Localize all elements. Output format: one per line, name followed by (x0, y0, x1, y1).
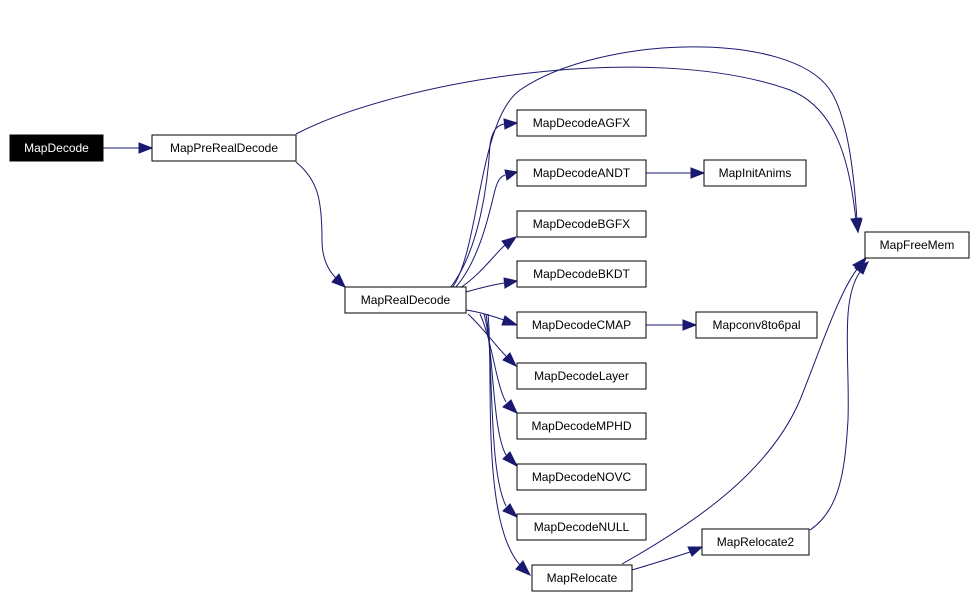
node-label: MapDecodeCMAP (532, 318, 631, 332)
node-mapdecode[interactable]: MapDecode (9, 134, 104, 162)
edge-mapreal-to-agfx (449, 118, 519, 289)
node-label: MapRelocate2 (717, 535, 795, 549)
edge-relocate2-to-mapfreemem (809, 261, 869, 531)
node-mapdecodeagfx[interactable]: MapDecodeAGFX (516, 109, 647, 137)
node-label: MapRelocate (547, 571, 618, 585)
edge-relocate-to-relocate2 (631, 546, 704, 571)
node-label: MapDecodeAGFX (533, 116, 630, 130)
node-label: MapInitAnims (719, 166, 792, 180)
node-label: MapDecodeBGFX (533, 217, 630, 231)
node-mapinitanims[interactable]: MapInitAnims (703, 159, 807, 187)
node-mapconv8to6pal[interactable]: Mapconv8to6pal (695, 311, 818, 339)
edge-mappre-to-mapreal (295, 161, 346, 288)
node-mapdecodemphd[interactable]: MapDecodeMPHD (516, 412, 647, 440)
edge-mapreal-to-mphd (479, 313, 518, 414)
edge-mapreal-to-bkdt (465, 277, 519, 293)
edge-cmap-to-conv (646, 319, 698, 331)
node-mapdecodebkdt[interactable]: MapDecodeBKDT (516, 260, 647, 288)
edge-mapreal-to-andt (454, 169, 519, 289)
node-label: MapDecodeLayer (534, 369, 629, 383)
node-mapdecodeandt[interactable]: MapDecodeANDT (516, 159, 647, 187)
edge-mappre-to-mapfreemem (295, 66, 862, 234)
node-maprelocate[interactable]: MapRelocate (531, 564, 633, 592)
node-mapdecodecmap[interactable]: MapDecodeCMAP (516, 311, 647, 339)
node-label: MapDecodeMPHD (531, 419, 631, 433)
node-label: Mapconv8to6pal (712, 318, 800, 332)
node-label: MapDecodeBKDT (533, 267, 630, 281)
edge-mapreal-to-null (485, 313, 519, 519)
edge-mapreal-to-cmap (465, 309, 519, 326)
node-label: MapFreeMem (880, 238, 955, 252)
edge-mapreal-to-mapfreemem (451, 46, 863, 289)
node-mapdecodebgfx[interactable]: MapDecodeBGFX (516, 210, 647, 238)
node-label: MapDecodeNULL (534, 520, 630, 534)
node-maprelocate2[interactable]: MapRelocate2 (701, 528, 810, 556)
node-label: MapDecodeNOVC (532, 470, 632, 484)
node-maprealdecode[interactable]: MapRealDecode (344, 286, 467, 314)
edge-andt-to-initanims (646, 167, 706, 179)
node-mapprerealdecode[interactable]: MapPreRealDecode (151, 134, 297, 162)
node-mapdecodelayer[interactable]: MapDecodeLayer (516, 362, 647, 390)
node-label: MapDecodeANDT (533, 166, 631, 180)
node-mapfreemem[interactable]: MapFreeMem (864, 231, 970, 259)
nodes-layer: MapDecode MapPreRealDecode MapRealDecode… (9, 109, 970, 592)
edge-mapreal-to-bgfx (459, 236, 518, 289)
edge-mapreal-to-relocate (487, 313, 532, 576)
edges-layer (103, 46, 869, 576)
edge-mapdecode-to-mappre (103, 142, 154, 154)
node-label: MapRealDecode (361, 293, 451, 307)
edge-mapreal-to-novc (483, 313, 519, 468)
node-mapdecodenovc[interactable]: MapDecodeNOVC (516, 463, 647, 491)
node-label: MapPreRealDecode (170, 141, 278, 155)
node-label: MapDecode (24, 141, 89, 155)
edge-relocate-to-mapfreemem (621, 256, 867, 565)
node-mapdecodenull[interactable]: MapDecodeNULL (516, 513, 647, 541)
